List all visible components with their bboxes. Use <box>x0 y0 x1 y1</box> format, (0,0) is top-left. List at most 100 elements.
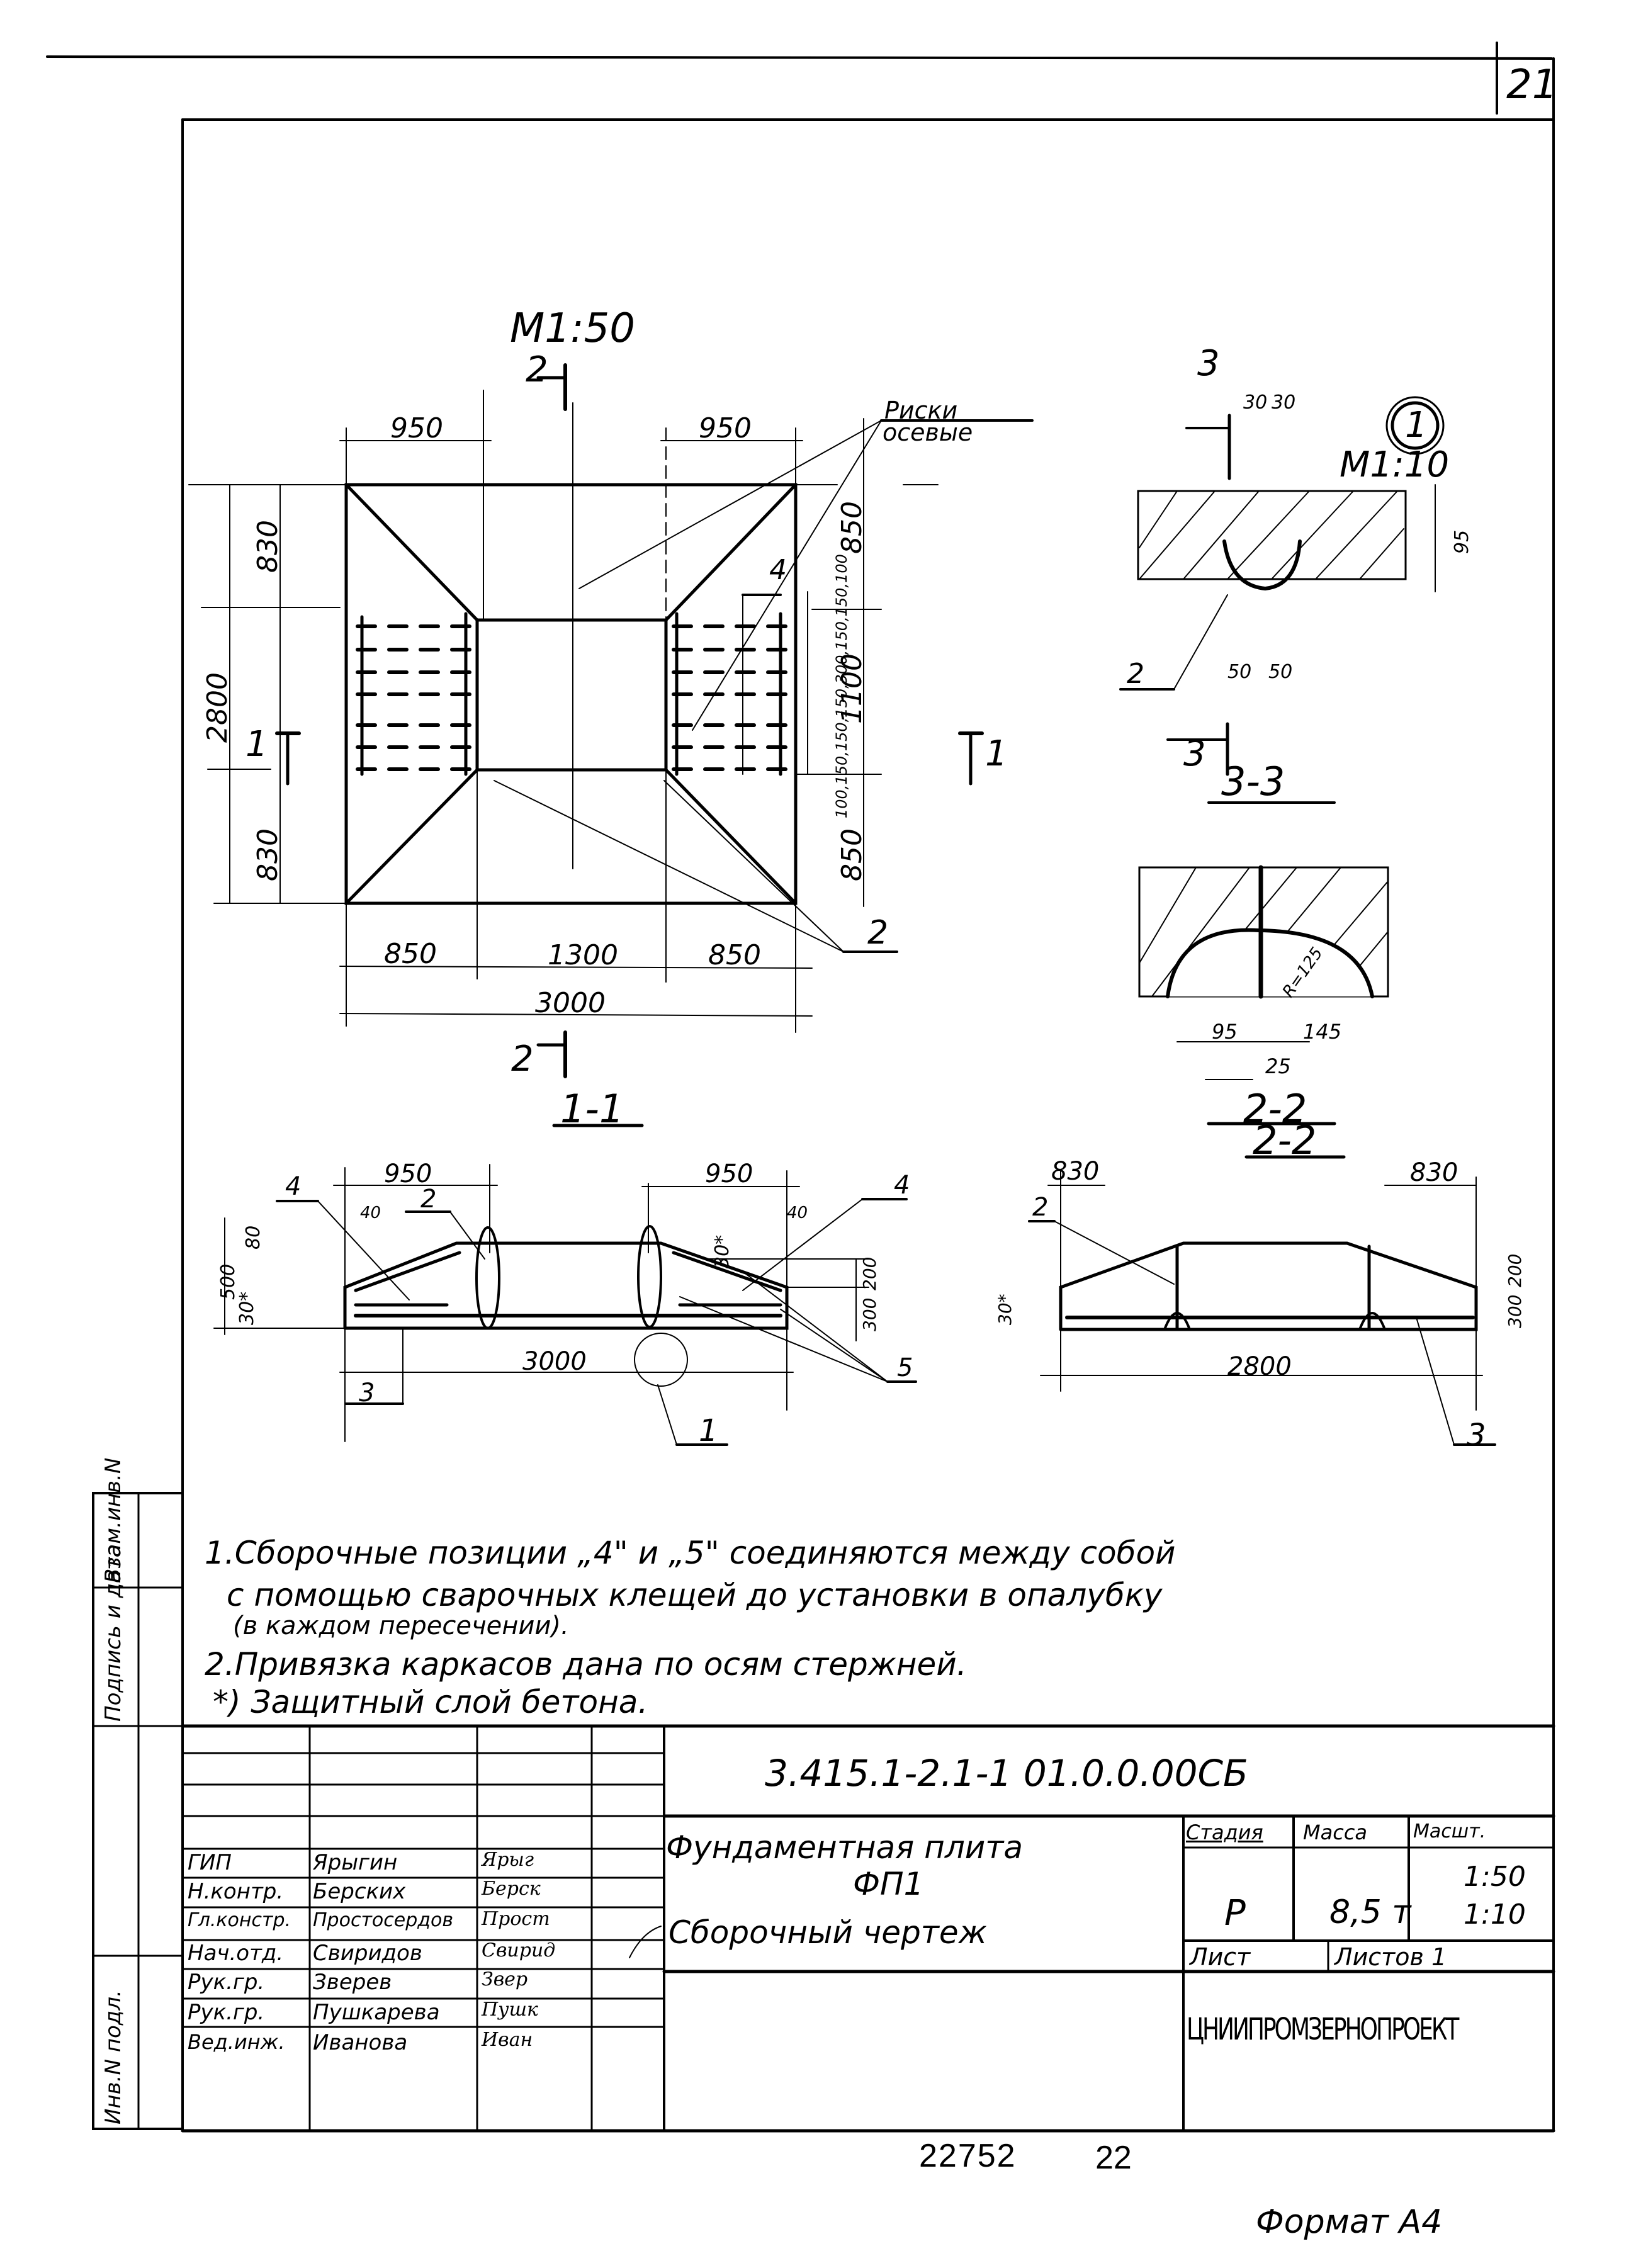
note-line-5: *) Защитный слой бетона. <box>213 1684 648 1720</box>
dim-830-left: 830 <box>1051 1157 1100 1186</box>
scale-value-2: 1:10 <box>1464 1898 1526 1931</box>
dim-left-bottom: 830 <box>252 828 284 881</box>
dim-200: 200 <box>859 1256 880 1290</box>
note-line-2: с помощью сварочных клещей до установки … <box>227 1577 1163 1613</box>
dim-left-total: 2800 <box>201 672 234 743</box>
dim-145: 145 <box>1303 1020 1342 1044</box>
callout-2-side: 2 <box>1032 1193 1049 1222</box>
detail-marker: 1 <box>1405 405 1428 446</box>
archive-number: 22752 <box>919 2138 1017 2174</box>
cut-mark-3-bottom: 3 <box>1183 733 1206 774</box>
scale-value-1: 1:50 <box>1464 1861 1526 1893</box>
dim-bottom-mid: 1300 <box>548 939 618 971</box>
drawing-name-line3: Сборочный чертеж <box>669 1914 987 1951</box>
cut-mark-3-top: 3 <box>1197 343 1220 384</box>
dim-950-left: 950 <box>384 1159 432 1188</box>
callout-risks-line2: осевые <box>883 419 973 446</box>
dim-bottom-total: 3000 <box>535 987 606 1019</box>
dim-25: 25 <box>1265 1054 1291 1078</box>
callout-3: 3 <box>359 1379 375 1408</box>
stage-value: Р <box>1224 1893 1246 1934</box>
drawing-name-line2: ФП1 <box>853 1866 924 1902</box>
sig-name-2: Простосердов <box>313 1909 454 1931</box>
scale-header: Масшт. <box>1413 1820 1486 1842</box>
note-line-1: 1.Сборочные позиции „4" и „5" соединяютс… <box>205 1535 1176 1571</box>
callout-1: 1 <box>699 1413 718 1448</box>
sig-name-3: Свиридов <box>313 1941 422 1966</box>
sig-sign-4: Звер <box>482 1968 528 1990</box>
section-mark-z-bottom: 2 <box>511 1039 534 1080</box>
plan-scale-label: М1:50 <box>510 305 635 352</box>
callout-2: 2 <box>867 914 889 952</box>
dim-95-height: 95 <box>1451 529 1473 554</box>
stage-header: Стадия <box>1186 1820 1263 1844</box>
sig-role-3: Нач.отд. <box>188 1941 284 1966</box>
sig-name-5: Пушкарева <box>313 2000 440 2025</box>
callout-3-side: 3 <box>1467 1418 1486 1453</box>
sig-sign-3: Свирид <box>482 1939 556 1961</box>
section-title-3-3: 3-3 <box>1221 759 1285 804</box>
sheet-label: Лист <box>1190 1943 1251 1971</box>
dim-right-top: 850 <box>836 501 868 554</box>
section-mark-1-left: 1 <box>245 724 268 765</box>
dim-top-left: 950 <box>390 412 443 444</box>
sig-role-4: Рук.гр. <box>188 1970 265 1995</box>
section-title-1-1: 1-1 <box>560 1086 624 1132</box>
stamp-sign-date: Подпись и дата <box>101 1544 126 1722</box>
page-number: 21 <box>1506 62 1558 108</box>
sig-role-5: Рук.гр. <box>188 2000 265 2025</box>
section-mark-1-right: 1 <box>985 733 1008 774</box>
detail-scale-label: М1:10 <box>1340 444 1450 485</box>
dim-40-left: 40 <box>360 1204 381 1222</box>
dim-top-right: 950 <box>699 412 752 444</box>
sig-sign-5: Пушк <box>482 1999 538 2021</box>
callout-4: 4 <box>769 554 787 586</box>
section-title-2-2-top: 2-2 <box>1243 1086 1307 1132</box>
callout-risks-line1: Риски <box>884 397 958 424</box>
callout-5: 5 <box>897 1353 913 1382</box>
archive-sheet: 22 <box>1095 2140 1132 2176</box>
note-line-3: (в каждом пересечении). <box>233 1611 569 1640</box>
dim-2800: 2800 <box>1227 1352 1292 1381</box>
callout-4-right: 4 <box>894 1171 910 1200</box>
sheets-label: Листов 1 <box>1334 1943 1447 1971</box>
organization-name: ЦНИИПРОМЗЕРНОПРОЕКТ <box>1187 2012 1459 2047</box>
dim-3000: 3000 <box>522 1347 587 1376</box>
dim-300-side: 300 <box>1504 1294 1525 1328</box>
dim-50-left: 50 <box>1227 661 1252 683</box>
detail-callout-2: 2 <box>1127 658 1144 690</box>
dim-830-right: 830 <box>1410 1158 1458 1187</box>
dim-950-right: 950 <box>705 1159 753 1188</box>
sig-role-0: ГИП <box>188 1850 232 1875</box>
dim-left-top: 830 <box>252 520 284 573</box>
sig-name-6: Иванова <box>313 2030 408 2055</box>
dim-bottom-right: 850 <box>708 939 761 971</box>
callout-4-left: 4 <box>285 1172 302 1201</box>
sig-role-6: Вед.инж. <box>188 2030 285 2054</box>
section-title-2-2: 2-2 <box>1253 1117 1317 1163</box>
dim-200-side: 200 <box>1504 1253 1525 1287</box>
sig-name-0: Ярыгин <box>313 1850 398 1875</box>
dim-30-star-left: 30* <box>236 1291 258 1325</box>
mass-value: 8,5 т <box>1329 1893 1411 1931</box>
sig-name-4: Зверев <box>313 1970 392 1995</box>
callout-2-left: 2 <box>420 1185 437 1214</box>
dim-80: 80 <box>242 1225 264 1250</box>
sig-name-1: Берских <box>313 1879 406 1904</box>
dim-30-star: 30* <box>995 1294 1015 1325</box>
dim-50-right: 50 <box>1268 661 1293 683</box>
sig-sign-6: Иван <box>482 2029 533 2051</box>
stamp-inv-podl: Инв.N подл. <box>101 1990 126 2124</box>
sig-sign-0: Ярыг <box>482 1849 534 1871</box>
dim-300: 300 <box>859 1297 880 1331</box>
dim-30-left: 30 <box>1243 392 1268 414</box>
dim-30-star-right: 30* <box>711 1234 733 1268</box>
note-line-4: 2.Привязка каркасов дана по осям стержне… <box>205 1646 967 1683</box>
dim-30-right: 30 <box>1272 392 1296 414</box>
dim-right-bottom: 850 <box>836 828 868 881</box>
mass-header: Масса <box>1303 1820 1368 1844</box>
section-mark-z-top: 2 <box>526 349 548 390</box>
dim-95: 95 <box>1212 1020 1238 1044</box>
format-label: Формат А4 <box>1256 2203 1443 2241</box>
